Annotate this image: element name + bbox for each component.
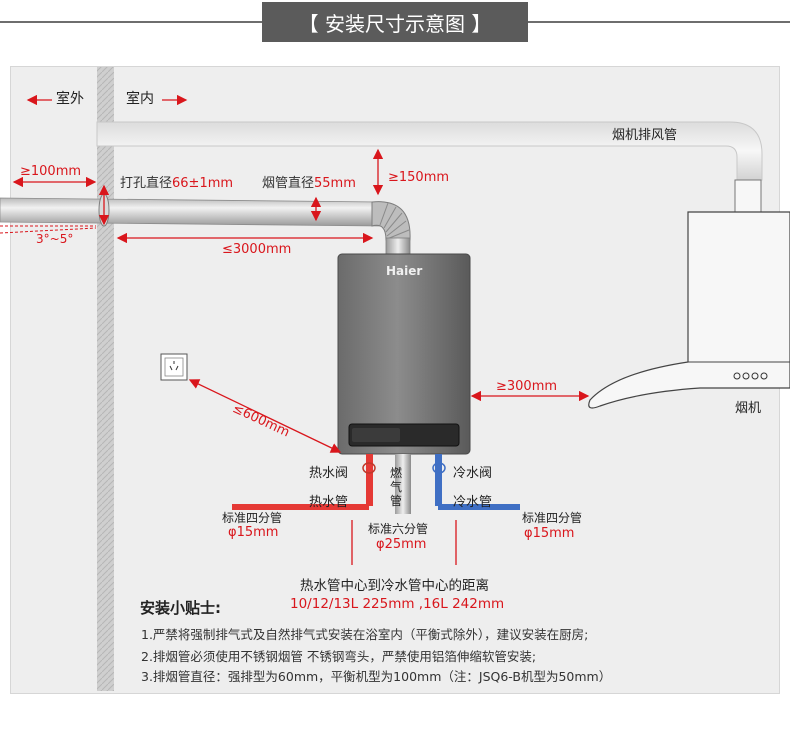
hood-duct-label: 烟机排风管 — [612, 128, 678, 143]
right-pipe-spec: 标准四分管 — [522, 511, 583, 525]
center-distance-value: 10/12/13L 225mm ,16L 242mm — [290, 596, 505, 612]
mid-pipe-size: φ25mm — [376, 537, 427, 552]
slope-label: 3°~5° — [36, 232, 74, 246]
cold-pipe-vertical — [435, 454, 442, 506]
right-pipe-size: φ15mm — [524, 526, 575, 541]
range-hood-buttons — [733, 372, 768, 380]
heater-display-window — [352, 428, 400, 442]
exhaust-pipe — [0, 197, 381, 227]
pipe-diameter-value: 55mm — [314, 176, 356, 191]
mid-pipe-spec: 标准六分管 — [368, 522, 429, 536]
left-pipe-size: φ15mm — [228, 525, 279, 540]
gas-pipe-label: 燃气管 — [390, 466, 403, 508]
outdoor-label: 室外 — [56, 91, 84, 107]
indoor-label: 室内 — [126, 91, 154, 107]
wall-gap-label: ≥100mm — [20, 164, 82, 179]
tip-item-1: 1.严禁将强制排气式及自然排气式安装在浴室内（平衡式除外），建议安装在厨房; — [141, 627, 589, 642]
elbow-ribs — [379, 202, 410, 240]
cold-valve-label: 冷水阀 — [453, 466, 493, 481]
socket-distance-dimension — [188, 379, 342, 453]
tip-item-3: 3.排烟管直径：强排型为60mm，平衡机型为100mm（注：JSQ6-B机型为5… — [141, 669, 612, 684]
hot-valve-label: 热水阀 — [309, 466, 349, 481]
page-title: 【 安装尺寸示意图 】 — [262, 2, 528, 42]
top-clearance-label: ≥150mm — [388, 170, 450, 185]
wall — [97, 67, 114, 691]
hole-diameter-label: 打孔直径66±1mm — [120, 177, 233, 190]
flue-collar — [385, 237, 411, 255]
power-socket-icon — [160, 353, 188, 381]
hood-clearance-label: ≥300mm — [496, 379, 558, 394]
gas-pipe — [395, 454, 411, 514]
range-hood-icon — [588, 211, 790, 409]
hot-valve-icon — [362, 462, 376, 474]
hot-pipe-vertical — [366, 454, 373, 506]
pipe-diameter-text: 烟管直径 — [262, 176, 315, 191]
hole-diameter-value: 66±1mm — [172, 176, 234, 191]
exhaust-elbow — [371, 201, 411, 241]
pipe-length-label: ≤3000mm — [222, 242, 292, 257]
hole-diameter-text: 打孔直径 — [120, 176, 173, 191]
range-hood-label: 烟机 — [735, 401, 762, 416]
pipe-diameter-label: 烟管直径55mm — [262, 177, 356, 190]
slope-guide — [0, 225, 97, 234]
tip-item-2: 2.排烟管必须使用不锈钢烟管 不锈钢弯头，严禁使用铝箔伸缩软管安装; — [141, 649, 537, 664]
left-pipe-spec: 标准四分管 — [222, 511, 283, 525]
cold-valve-icon — [432, 462, 446, 474]
hot-pipe-label: 热水管 — [309, 495, 349, 510]
duct-collar — [734, 179, 762, 213]
brand-logo: Haier — [386, 264, 423, 278]
cold-pipe-label: 冷水管 — [453, 495, 493, 510]
center-distance-title: 热水管中心到冷水管中心的距离 — [300, 578, 489, 594]
tips-title: 安装小贴士: — [140, 599, 221, 617]
